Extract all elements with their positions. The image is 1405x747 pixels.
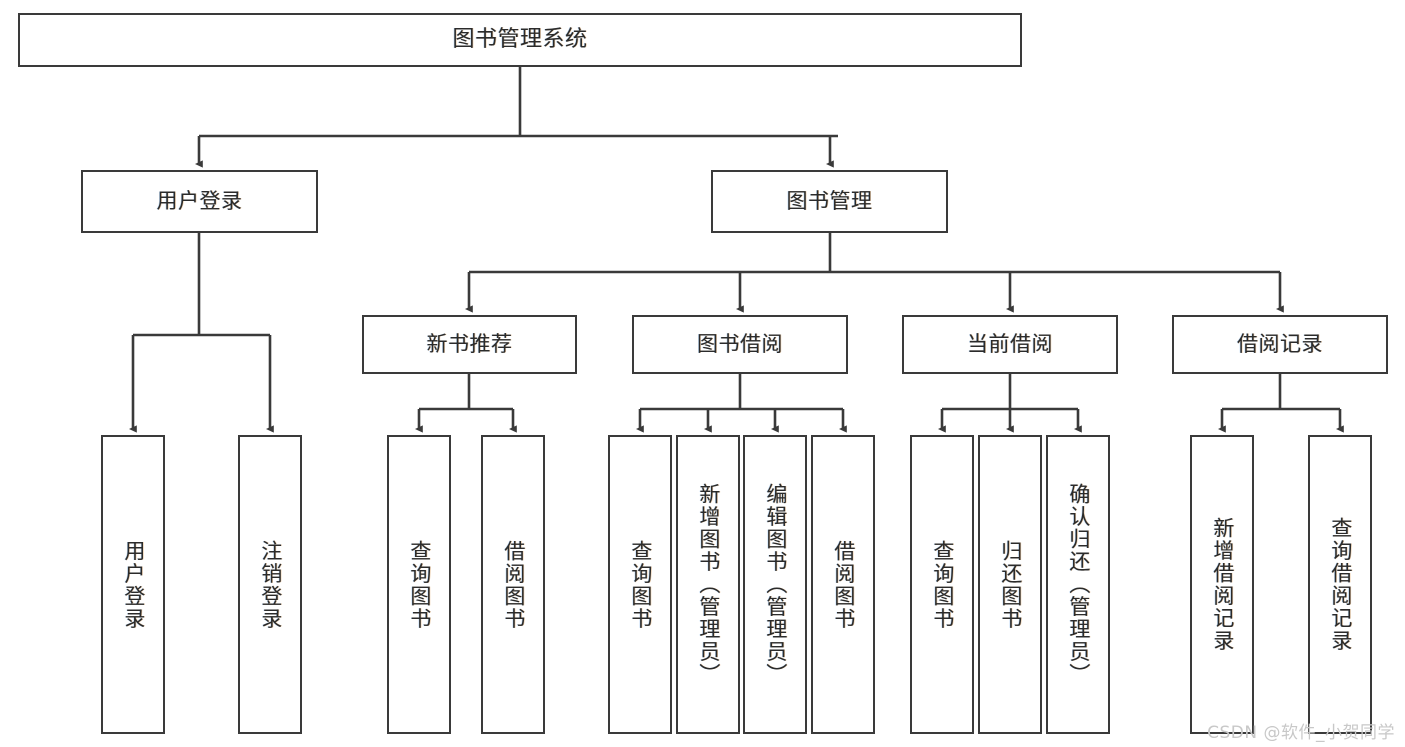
node-label: 编辑图书（管理员） xyxy=(763,483,788,686)
node-label: 当前借阅 xyxy=(967,332,1053,357)
node-borrow-record[interactable]: 借阅记录 xyxy=(1172,315,1388,374)
node-book-borrow[interactable]: 图书借阅 xyxy=(632,315,848,374)
leaf-new-book-query-book[interactable]: 查询图书 xyxy=(387,435,451,734)
node-label: 新书推荐 xyxy=(426,332,513,357)
node-user-login[interactable]: 用户登录 xyxy=(81,170,318,233)
node-label: 确认归还（管理员） xyxy=(1066,483,1091,686)
node-label: 查询借阅记录 xyxy=(1328,517,1353,652)
leaf-new-book-borrow-book[interactable]: 借阅图书 xyxy=(481,435,545,734)
node-label: 新增图书（管理员） xyxy=(696,483,721,686)
node-label: 借阅图书 xyxy=(501,539,526,630)
node-label: 注销登录 xyxy=(258,539,283,630)
node-label: 查询图书 xyxy=(407,539,432,630)
leaf-borrow-record-query-record[interactable]: 查询借阅记录 xyxy=(1308,435,1372,734)
leaf-user-login-login[interactable]: 用户登录 xyxy=(101,435,165,734)
node-label: 借阅记录 xyxy=(1237,332,1323,357)
node-label: 图书借阅 xyxy=(697,332,783,357)
node-label: 新增借阅记录 xyxy=(1210,517,1235,652)
node-book-management[interactable]: 图书管理 xyxy=(711,170,948,233)
node-label: 图书管理系统 xyxy=(452,27,588,53)
node-label: 查询图书 xyxy=(628,539,653,630)
node-label: 图书管理 xyxy=(786,189,873,214)
leaf-borrow-book-borrow-book[interactable]: 借阅图书 xyxy=(811,435,875,734)
watermark: CSDN @软件_小贺同学 xyxy=(1207,723,1395,743)
node-current-borrow[interactable]: 当前借阅 xyxy=(902,315,1118,374)
node-label: 借阅图书 xyxy=(831,539,856,630)
leaf-current-borrow-confirm-return-admin[interactable]: 确认归还（管理员） xyxy=(1046,435,1110,734)
node-label: 用户登录 xyxy=(156,189,243,214)
leaf-borrow-record-add-record[interactable]: 新增借阅记录 xyxy=(1190,435,1254,734)
leaf-borrow-book-add-book-admin[interactable]: 新增图书（管理员） xyxy=(676,435,740,734)
leaf-current-borrow-return-book[interactable]: 归还图书 xyxy=(978,435,1042,734)
node-label: 归还图书 xyxy=(998,539,1023,630)
leaf-user-login-logout[interactable]: 注销登录 xyxy=(238,435,302,734)
node-root-book-management-system[interactable]: 图书管理系统 xyxy=(18,13,1022,67)
node-label: 用户登录 xyxy=(121,539,146,630)
leaf-borrow-book-edit-book-admin[interactable]: 编辑图书（管理员） xyxy=(743,435,807,734)
leaf-borrow-book-query-book[interactable]: 查询图书 xyxy=(608,435,672,734)
node-new-book-recommendation[interactable]: 新书推荐 xyxy=(362,315,577,374)
node-label: 查询图书 xyxy=(930,539,955,630)
leaf-current-borrow-query-book[interactable]: 查询图书 xyxy=(910,435,974,734)
